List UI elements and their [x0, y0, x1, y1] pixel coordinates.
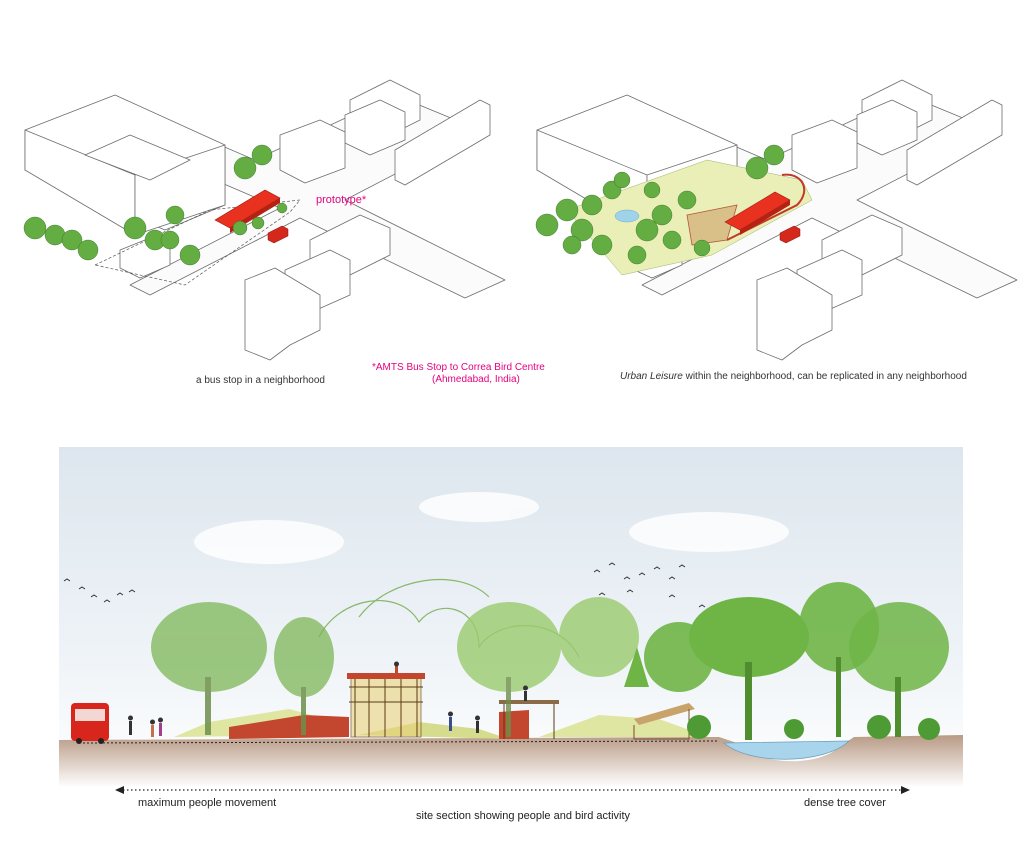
source-note-line2: (Ahmedabad, India) [432, 374, 520, 385]
extent-arrow [115, 786, 910, 794]
urban-leisure-caption: Urban Leisure within the neighborhood, c… [620, 371, 967, 382]
section-caption: site section showing people and bird act… [416, 810, 631, 822]
bus-stop-caption: a bus stop in a neighborhood [196, 375, 325, 386]
right-extent-label: dense tree cover [804, 797, 886, 809]
site-section-drawing [59, 447, 963, 787]
source-note-line1: *AMTS Bus Stop to Correa Bird Centre [372, 362, 545, 373]
axonometric-bus-stop [23, 79, 506, 361]
left-extent-label: maximum people movement [138, 797, 277, 809]
prototype-label: prototype* [316, 194, 367, 206]
axonometric-urban-leisure [535, 79, 1018, 361]
urban-leisure-caption-italic: Urban Leisure [620, 371, 683, 382]
bus-icon [71, 703, 109, 744]
urban-leisure-caption-rest: within the neighborhood, can be replicat… [682, 371, 967, 382]
site-section [59, 447, 963, 787]
